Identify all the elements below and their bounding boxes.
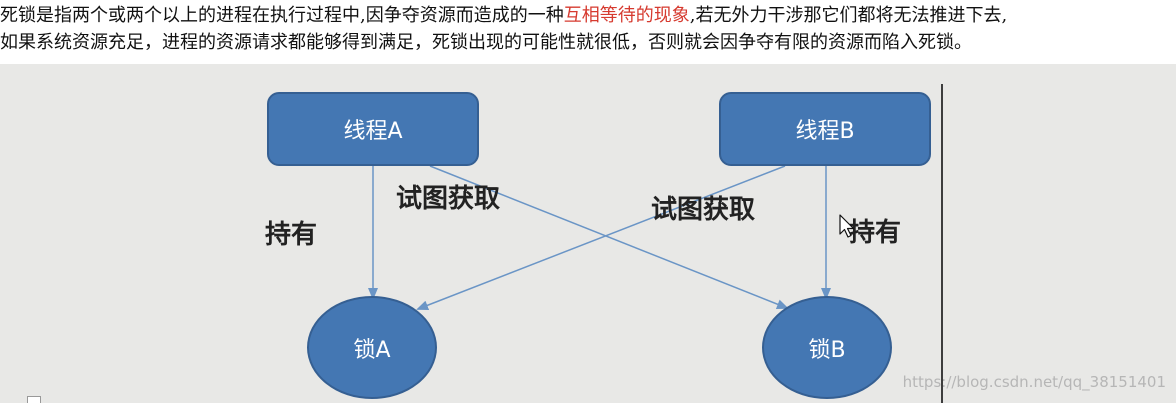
intro-line-1-tail: ,若无外力干涉那它们都将无法推进下去, — [689, 5, 1008, 26]
mouse-pointer-icon — [839, 214, 855, 238]
node-thread-a-label: 线程A — [343, 119, 403, 144]
corner-handle-icon — [27, 396, 41, 403]
label-b-holds-lock-b: 持有 — [849, 218, 902, 248]
node-lock-b: 锁B — [762, 296, 892, 399]
node-lock-a: 锁A — [307, 296, 437, 399]
diagram-edges — [368, 165, 831, 311]
node-lock-a-label: 锁A — [353, 337, 391, 363]
intro-line-2: 如果系统资源充足，进程的资源请求都能够得到满足，死锁出现的可能性就很低，否则就会… — [0, 32, 972, 53]
intro-line-1-text: 死锁是指两个或两个以上的进程在执行过程中,因争夺资源而造成的一种 — [0, 5, 564, 26]
intro-text: 死锁是指两个或两个以上的进程在执行过程中,因争夺资源而造成的一种互相等待的现象,… — [0, 0, 1176, 64]
node-lock-b-label: 锁B — [808, 337, 846, 363]
label-a-holds-lock-a: 持有 — [265, 220, 318, 250]
node-thread-b-label: 线程B — [795, 119, 855, 144]
vertical-divider — [941, 84, 943, 403]
intro-highlight: 互相等待的现象 — [563, 5, 690, 26]
edge-b-tries-lock-a — [416, 165, 786, 311]
edge-a-tries-lock-b — [429, 165, 789, 309]
label-a-tries-lock-b: 试图获取 — [396, 184, 501, 214]
label-b-tries-lock-a: 试图获取 — [651, 195, 756, 225]
intro-line-1: 死锁是指两个或两个以上的进程在执行过程中,因争夺资源而造成的一种互相等待的现象,… — [0, 0, 1176, 29]
deadlock-diagram: 线程A 线程B 锁A 锁B 持有 试图获取 试图获取 持有 https://bl… — [0, 64, 1176, 403]
node-thread-b: 线程B — [719, 92, 931, 166]
watermark-url: https://blog.csdn.net/qq_38151401 — [902, 373, 1166, 391]
node-thread-a: 线程A — [267, 92, 479, 166]
